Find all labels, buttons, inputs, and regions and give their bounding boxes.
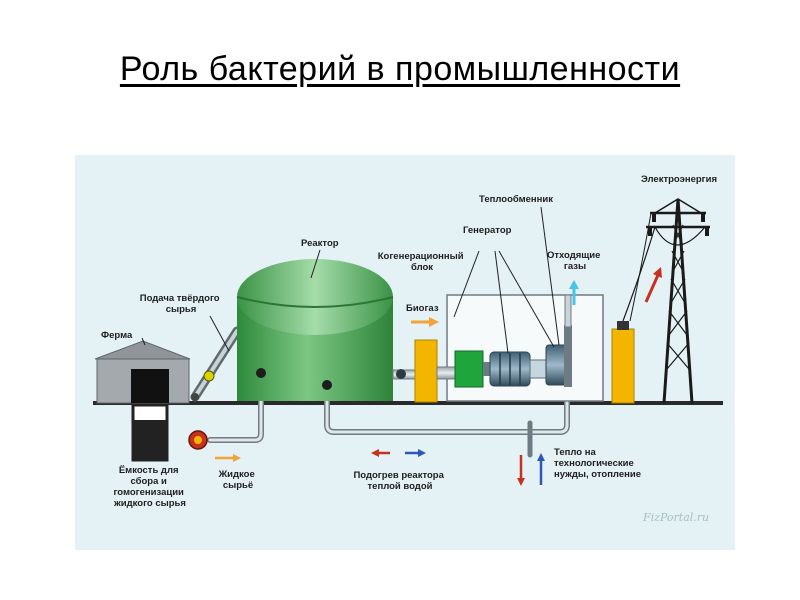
label-heat-line3: нужды, отопление — [554, 469, 641, 480]
label-exhaust-line1: Отходящие — [547, 250, 600, 261]
label-tank-line4: жидкого сырья — [113, 498, 186, 509]
heat-up-arrow — [537, 453, 545, 485]
electricity-arrow — [644, 267, 662, 303]
ground-line — [93, 401, 723, 405]
reactor-tank — [236, 259, 394, 401]
liquid-feed-arrow — [215, 454, 241, 462]
label-process-heat: Тепло на технологические нужды, отоплени… — [554, 447, 641, 480]
label-heat-line2: технологические — [554, 458, 634, 469]
label-generator: Генератор — [463, 225, 512, 236]
biogas-plant-diagram: Ферма Подача твёрдого сырья Реактор Коге… — [75, 155, 735, 550]
label-chp: Когенерационный блок — [378, 251, 467, 273]
exhaust-arrow — [569, 280, 579, 305]
slide-title: Роль бактерий в промышленности — [119, 50, 681, 88]
farm-building — [94, 340, 191, 404]
reheat-supply-arrow — [405, 449, 426, 457]
label-liquid-feed: Жидкое сырьё — [218, 469, 258, 491]
heat-down-arrow — [517, 455, 525, 486]
label-heat-exchanger: Теплообменник — [479, 194, 553, 205]
pylon-insulators — [648, 213, 709, 236]
label-solid-feed-line2: сырья — [166, 304, 197, 315]
collection-tank — [131, 403, 169, 462]
label-reactor-heating: Подогрев реактора теплой водой — [353, 470, 446, 492]
label-solid-feed: Подача твёрдого сырья — [140, 293, 222, 315]
label-electricity: Электроэнергия — [641, 174, 717, 185]
label-reheat-line2: теплой водой — [368, 481, 433, 492]
transformer-tank — [611, 328, 635, 404]
chp-block — [414, 294, 604, 403]
label-solid-feed-line1: Подача твёрдого — [140, 293, 220, 304]
watermark: FizPortal.ru — [642, 511, 709, 524]
biogas-arrow — [411, 317, 439, 327]
label-tank-line2: сбора и — [130, 476, 167, 487]
label-reheat-line1: Подогрев реактора — [353, 470, 444, 481]
label-tank-line1: Ёмкость для — [119, 465, 179, 476]
reheat-return-arrow — [371, 449, 390, 457]
label-biogas: Биогаз — [406, 303, 439, 314]
pump — [188, 430, 208, 450]
underground-pipes — [207, 374, 574, 458]
label-liquid-line2: сырьё — [223, 480, 253, 491]
label-liquid-line1: Жидкое — [218, 469, 255, 480]
leader-lines — [141, 206, 560, 354]
transformer-top — [617, 321, 629, 330]
label-heat-line1: Тепло на — [554, 447, 596, 458]
power-pylon — [622, 198, 710, 404]
label-farm: Ферма — [101, 330, 133, 341]
solid-feed-conveyor — [190, 326, 242, 402]
label-chp-line2: блок — [411, 262, 433, 273]
label-tank-line3: гомогенизации — [113, 487, 184, 498]
label-chp-line1: Когенерационный — [378, 251, 464, 262]
label-reactor: Реактор — [301, 238, 339, 249]
label-exhaust-line2: газы — [564, 261, 586, 272]
label-collection-tank: Ёмкость для сбора и гомогенизации жидког… — [113, 465, 186, 509]
label-exhaust: Отходящие газы — [547, 250, 603, 272]
